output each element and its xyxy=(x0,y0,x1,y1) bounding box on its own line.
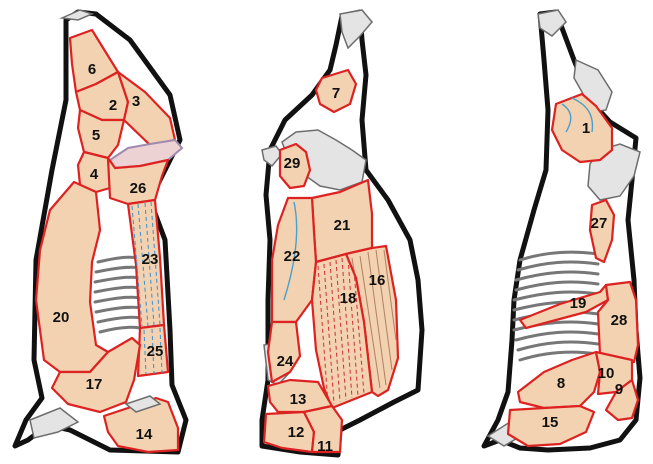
cut-label-18: 18 xyxy=(340,290,357,307)
cut-label-3: 3 xyxy=(132,93,140,110)
cut-label-19: 19 xyxy=(570,295,587,312)
cut-label-9: 9 xyxy=(615,381,623,398)
cut-label-4: 4 xyxy=(90,166,99,183)
cut-label-11: 11 xyxy=(317,438,333,455)
cut-label-27: 27 xyxy=(591,215,608,232)
cut-label-25: 25 xyxy=(147,343,164,360)
cut-label-17: 17 xyxy=(86,376,103,393)
cut-label-28: 28 xyxy=(611,312,628,329)
cut-label-24: 24 xyxy=(277,353,294,370)
cut-label-20: 20 xyxy=(53,309,70,326)
cut-label-29: 29 xyxy=(284,155,301,172)
cut-label-5: 5 xyxy=(92,127,100,144)
cut-label-12: 12 xyxy=(288,424,305,441)
cut-label-21: 21 xyxy=(334,217,351,234)
cut-label-22: 22 xyxy=(284,248,301,265)
cut-label-8: 8 xyxy=(557,375,565,392)
cut-label-15: 15 xyxy=(542,414,559,431)
cut-label-26: 26 xyxy=(130,180,147,197)
cut-label-23: 23 xyxy=(142,251,159,268)
cut-label-7: 7 xyxy=(332,85,340,102)
cut-label-16: 16 xyxy=(369,272,386,289)
cut-label-1: 1 xyxy=(582,120,590,137)
cut-label-2: 2 xyxy=(109,97,117,114)
cut-label-13: 13 xyxy=(290,391,307,408)
cut-label-14: 14 xyxy=(136,426,153,443)
cut-label-10: 10 xyxy=(598,365,615,382)
cut-label-6: 6 xyxy=(88,61,96,78)
